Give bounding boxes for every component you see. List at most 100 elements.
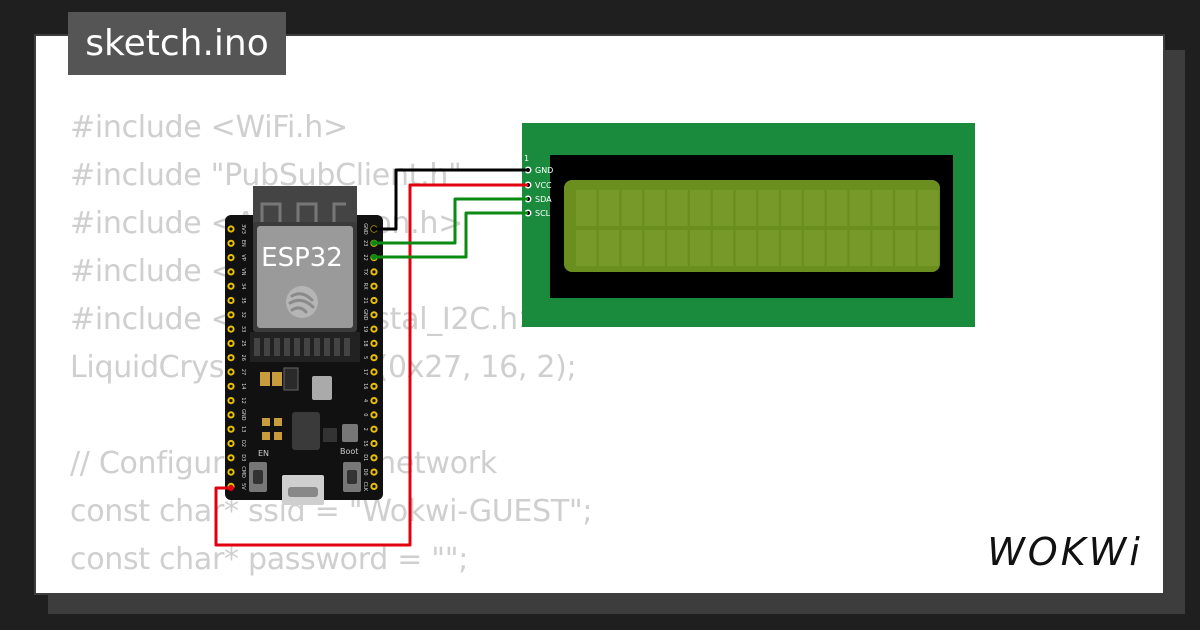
esp32-pin-headers xyxy=(227,225,378,490)
pin-hole xyxy=(372,284,376,288)
lcd-display[interactable]: 1 GND VCC SDA SCL xyxy=(522,123,975,327)
lcd-cell xyxy=(826,190,848,226)
pin-hole xyxy=(229,341,233,345)
usb-port xyxy=(282,475,324,505)
lcd-cell xyxy=(644,230,665,266)
lcd-pin-label: VCC xyxy=(535,181,552,190)
pin-hole xyxy=(372,384,376,388)
pin-label: 3V3 xyxy=(240,224,246,234)
pin-hole xyxy=(229,441,233,446)
lcd-cell xyxy=(712,230,734,266)
pin-label: 33 xyxy=(240,326,246,332)
file-tab[interactable]: sketch.ino xyxy=(68,12,286,75)
code-line: #include <WiFi.h> xyxy=(70,110,348,145)
pin-label: 5 xyxy=(362,356,368,359)
boot-label: Boot xyxy=(340,447,358,456)
pin-label: 34 xyxy=(240,283,246,289)
lcd-cell xyxy=(804,190,825,226)
pin-hole xyxy=(372,470,376,474)
esp32-components xyxy=(260,367,358,450)
pin-hole xyxy=(372,484,376,488)
pin-hole xyxy=(229,270,233,274)
pin-label: 26 xyxy=(240,355,246,361)
pin-label: GND xyxy=(240,409,246,421)
pin-hole xyxy=(229,399,233,403)
pin-label: 19 xyxy=(362,326,368,332)
pin-label: CLK xyxy=(362,482,368,492)
pin-label: 27 xyxy=(240,369,246,375)
pin-label: 4 xyxy=(362,399,368,402)
lcd-cell xyxy=(918,190,939,226)
pin-label: D0 xyxy=(362,469,368,476)
lcd-cell xyxy=(895,190,916,226)
pin-hole xyxy=(372,356,376,360)
pin-hole xyxy=(229,284,233,288)
pin-label: 23 xyxy=(362,240,368,246)
boot-button[interactable] xyxy=(343,462,361,492)
pin-hole xyxy=(372,270,376,274)
lcd-cell xyxy=(735,230,757,266)
wire-vcc xyxy=(214,183,528,547)
lcd-cell xyxy=(849,190,871,226)
pin-label: 2 xyxy=(362,428,368,431)
pin-label: 13 xyxy=(240,426,246,432)
pin-label: D3 xyxy=(240,454,246,461)
lcd-cell xyxy=(576,190,597,226)
pin-hole xyxy=(229,227,233,231)
pin-hole xyxy=(372,413,376,417)
lcd-cell xyxy=(758,190,779,226)
pin-label: 16 xyxy=(362,383,368,389)
pin-label: 21 xyxy=(362,297,368,303)
lcd-cell xyxy=(690,230,711,266)
lcd-cell xyxy=(758,230,779,266)
lcd-cell xyxy=(872,230,893,266)
en-label: EN xyxy=(258,449,269,458)
pin-label: GND xyxy=(362,223,368,235)
pin-label: 18 xyxy=(362,340,368,346)
pin-hole xyxy=(229,456,233,460)
pin-hole xyxy=(372,370,376,374)
antenna-trace-icon xyxy=(260,202,346,226)
pin-label: 22 xyxy=(362,254,368,260)
lcd-cell xyxy=(667,230,688,266)
lcd-cell xyxy=(644,190,665,226)
pin-hole xyxy=(372,341,376,345)
pin-label: D1 xyxy=(362,454,368,461)
pin-label: 5V xyxy=(240,483,246,490)
pin-label: TX xyxy=(362,268,368,276)
lcd-cell xyxy=(918,230,939,266)
pin-hole xyxy=(229,313,233,317)
wire-endpoints xyxy=(228,226,377,491)
wire-scl xyxy=(374,211,528,259)
pin-label: GND xyxy=(362,309,368,321)
pin-hole xyxy=(229,327,233,331)
pin-hole xyxy=(372,441,376,446)
esp32-board[interactable]: ESP32 EN Boot xyxy=(225,186,383,505)
lcd-cell xyxy=(781,230,802,266)
lcd-cell xyxy=(621,190,643,226)
esp32-pin-labels: 3V3ENVPVN343532332526271412GND13D2D3CMD5… xyxy=(240,223,368,492)
pin-label: 17 xyxy=(362,369,368,375)
pin-hole xyxy=(229,256,233,260)
pin-hole xyxy=(229,241,233,245)
lcd-cell xyxy=(576,230,597,266)
pin-hole xyxy=(372,427,376,431)
lcd-cell xyxy=(598,230,620,266)
lcd-cell xyxy=(667,190,688,226)
pin-hole xyxy=(372,313,376,317)
pin-hole xyxy=(372,298,376,303)
pin-label: VP xyxy=(240,254,246,260)
pin-label: 12 xyxy=(240,397,246,403)
pin-label: 32 xyxy=(240,312,246,318)
en-button[interactable] xyxy=(249,462,267,492)
pin-label: 15 xyxy=(362,440,368,446)
pin-hole xyxy=(372,399,376,403)
lcd-cell xyxy=(690,190,711,226)
code-line: const char* password = ""; xyxy=(70,542,469,577)
pin-hole xyxy=(229,413,233,417)
pin-hole xyxy=(372,327,376,331)
pin-label: D2 xyxy=(240,440,246,447)
lcd-cell xyxy=(895,230,916,266)
lcd-cell xyxy=(872,190,893,226)
